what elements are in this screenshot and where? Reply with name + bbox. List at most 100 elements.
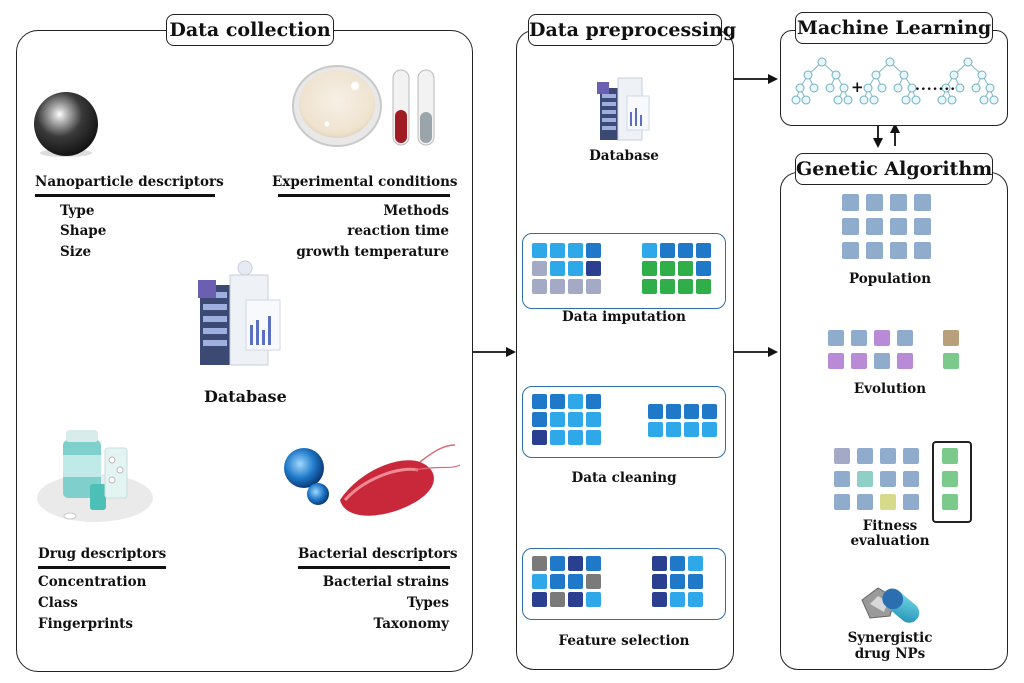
data-cell — [642, 261, 657, 276]
data-cell — [670, 556, 685, 571]
data-cell — [696, 279, 711, 294]
evolution-cell — [828, 330, 844, 346]
data-cell — [532, 430, 547, 445]
data-cell — [550, 243, 565, 258]
preprocessing-database-label: Database — [589, 148, 659, 164]
evolution-cell — [874, 330, 890, 346]
data-cell — [684, 404, 699, 419]
data-imputation-label: Data imputation — [562, 309, 686, 325]
experimental-underline — [278, 194, 450, 197]
fitness-cell — [834, 448, 850, 464]
data-cell — [642, 279, 657, 294]
nanoparticle-item: Shape — [60, 223, 107, 239]
evolution-cell — [897, 353, 913, 369]
data-cell — [532, 574, 547, 589]
synergistic-label: Synergistic — [847, 630, 933, 646]
experimental-item: reaction time — [347, 223, 449, 239]
data-cell — [688, 556, 703, 571]
data-cell — [568, 261, 583, 276]
data-cell — [532, 279, 547, 294]
evolution-cell — [851, 353, 867, 369]
experimental-item: growth temperature — [296, 244, 449, 260]
fitness-cell — [880, 471, 896, 487]
data-cell — [696, 243, 711, 258]
drug-item: Concentration — [38, 574, 147, 590]
data-cell — [550, 574, 565, 589]
ml-plus: + — [851, 78, 864, 96]
data-cleaning-label: Data cleaning — [571, 470, 677, 486]
data-cell — [702, 422, 717, 437]
nanoparticle-item: Type — [60, 203, 95, 219]
data-cell — [642, 243, 657, 258]
data-cell — [550, 412, 565, 427]
population-cell — [914, 194, 931, 211]
data-cell — [652, 592, 667, 607]
drug-item: Fingerprints — [38, 616, 134, 632]
data-cell — [702, 404, 717, 419]
fitness-cell — [903, 494, 919, 510]
fitness-selected-box — [932, 441, 972, 523]
population-cell — [866, 242, 883, 259]
population-cell — [866, 218, 883, 235]
data-cell — [652, 556, 667, 571]
data-cell — [568, 412, 583, 427]
data-cell — [532, 412, 547, 427]
drug-item: Class — [38, 595, 78, 611]
population-cell — [842, 218, 859, 235]
experimental-conditions-heading: Experimental conditions — [272, 174, 458, 190]
data-cell — [586, 261, 601, 276]
nanoparticle-underline — [35, 194, 215, 197]
population-cell — [914, 218, 931, 235]
data-cell — [550, 430, 565, 445]
data-cell — [660, 243, 675, 258]
bacterial-item: Bacterial strains — [322, 574, 449, 590]
selected-cell — [942, 448, 958, 464]
data-cell — [670, 592, 685, 607]
feature-selection-label: Feature selection — [558, 633, 690, 649]
data-cell — [586, 279, 601, 294]
data-cell — [568, 556, 583, 571]
data-cell — [670, 574, 685, 589]
evolution-label: Evolution — [853, 381, 927, 397]
population-cell — [890, 242, 907, 259]
selected-cell — [942, 494, 958, 510]
data-cell — [678, 279, 693, 294]
data-cell — [586, 592, 601, 607]
data-preprocessing-title: Data preprocessing — [528, 14, 736, 46]
data-cell — [666, 422, 681, 437]
machine-learning-title: Machine Learning — [795, 12, 993, 44]
data-cell — [652, 574, 667, 589]
fitness-label: Fitness — [862, 518, 918, 534]
data-cell — [550, 394, 565, 409]
fitness-cell — [834, 494, 850, 510]
ml-ellipsis: ....... — [915, 78, 957, 94]
fitness-cell — [857, 494, 873, 510]
population-cell — [890, 194, 907, 211]
data-cell — [684, 422, 699, 437]
fitness-cell — [903, 471, 919, 487]
data-cell — [532, 243, 547, 258]
fitness-cell — [857, 471, 873, 487]
evolution-cell — [943, 353, 959, 369]
drug-descriptors-heading: Drug descriptors — [38, 546, 167, 562]
experimental-item: Methods — [383, 203, 449, 219]
data-cell — [696, 261, 711, 276]
data-collection-title: Data collection — [166, 14, 334, 46]
data-cell — [532, 592, 547, 607]
population-cell — [842, 242, 859, 259]
database-label: Database — [204, 387, 287, 406]
machine-learning-panel — [780, 30, 1008, 126]
evaluation-label: evaluation — [850, 533, 930, 549]
population-cell — [842, 194, 859, 211]
data-cell — [532, 394, 547, 409]
bacterial-item: Types — [406, 595, 449, 611]
drug-nps-label: drug NPs — [854, 646, 926, 662]
data-cell — [568, 279, 583, 294]
data-cell — [648, 422, 663, 437]
data-cell — [550, 279, 565, 294]
evolution-cell — [897, 330, 913, 346]
